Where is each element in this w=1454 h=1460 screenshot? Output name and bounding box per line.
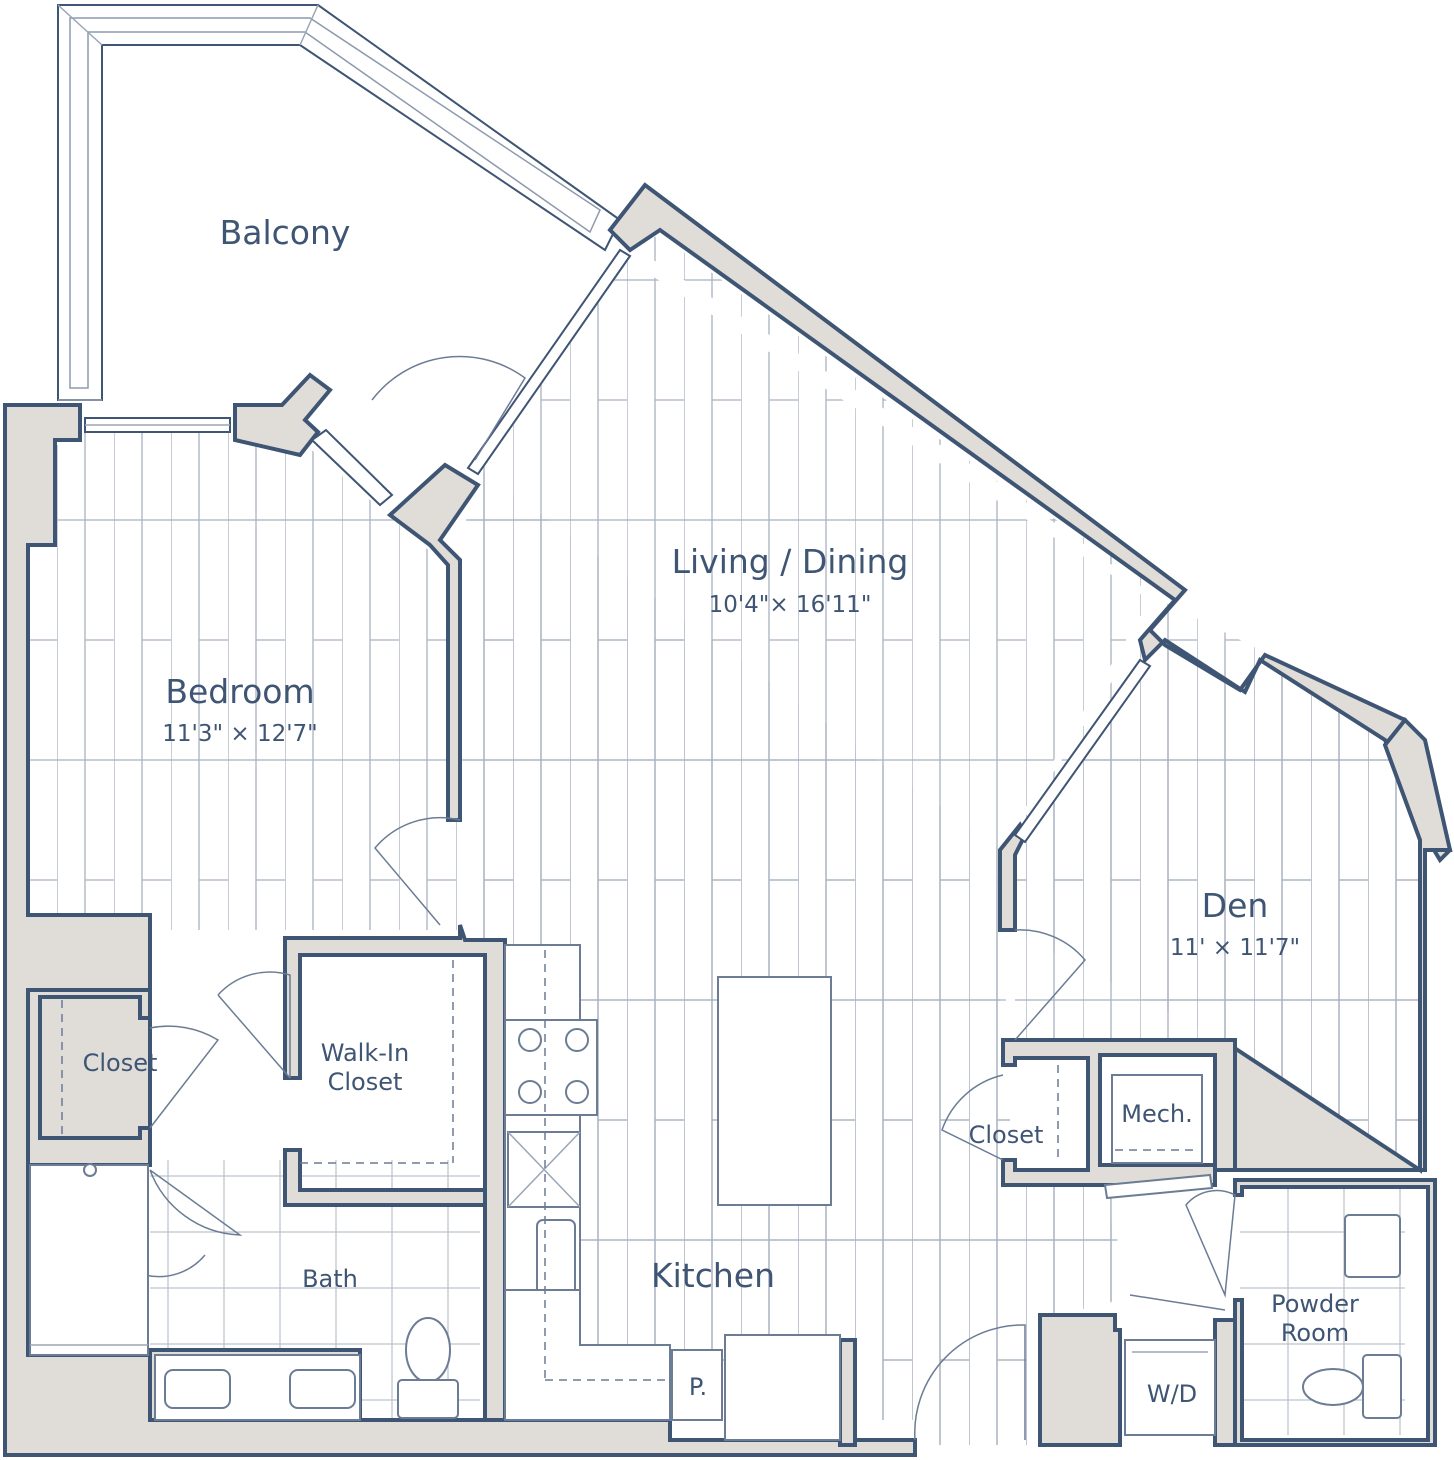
doors [144,355,1236,1441]
walkin-label-2: Closet [328,1068,403,1096]
room-labels: Balcony Living / Dining 10'4"× 16'11" Be… [83,213,1359,1408]
kitchen-label: Kitchen [651,1256,775,1295]
powder-label-1: Powder [1271,1290,1359,1318]
den-label: Den [1202,886,1269,925]
service-fixtures [61,960,1402,1436]
mech-label: Mech. [1121,1100,1193,1128]
balcony-label: Balcony [220,213,351,252]
bedroom-dims: 11'3" × 12'7" [162,721,318,747]
wd-label: W/D [1147,1380,1197,1408]
living-dining-label: Living / Dining [672,542,909,581]
powder-label-2: Room [1281,1319,1349,1347]
bedroom-label: Bedroom [165,672,314,711]
bath-fixtures [29,1163,459,1421]
bath-label: Bath [302,1265,358,1293]
kitchen-fixtures [504,944,841,1441]
closet-den-label: Closet [969,1121,1044,1149]
closet-left-label: Closet [83,1049,158,1077]
windows [84,248,1152,844]
balcony-railing [57,4,622,401]
pantry-label: P. [689,1373,707,1401]
walkin-label-1: Walk-In [321,1039,409,1067]
living-dining-dims: 10'4"× 16'11" [709,592,872,618]
den-dims: 11' × 11'7" [1170,935,1300,961]
